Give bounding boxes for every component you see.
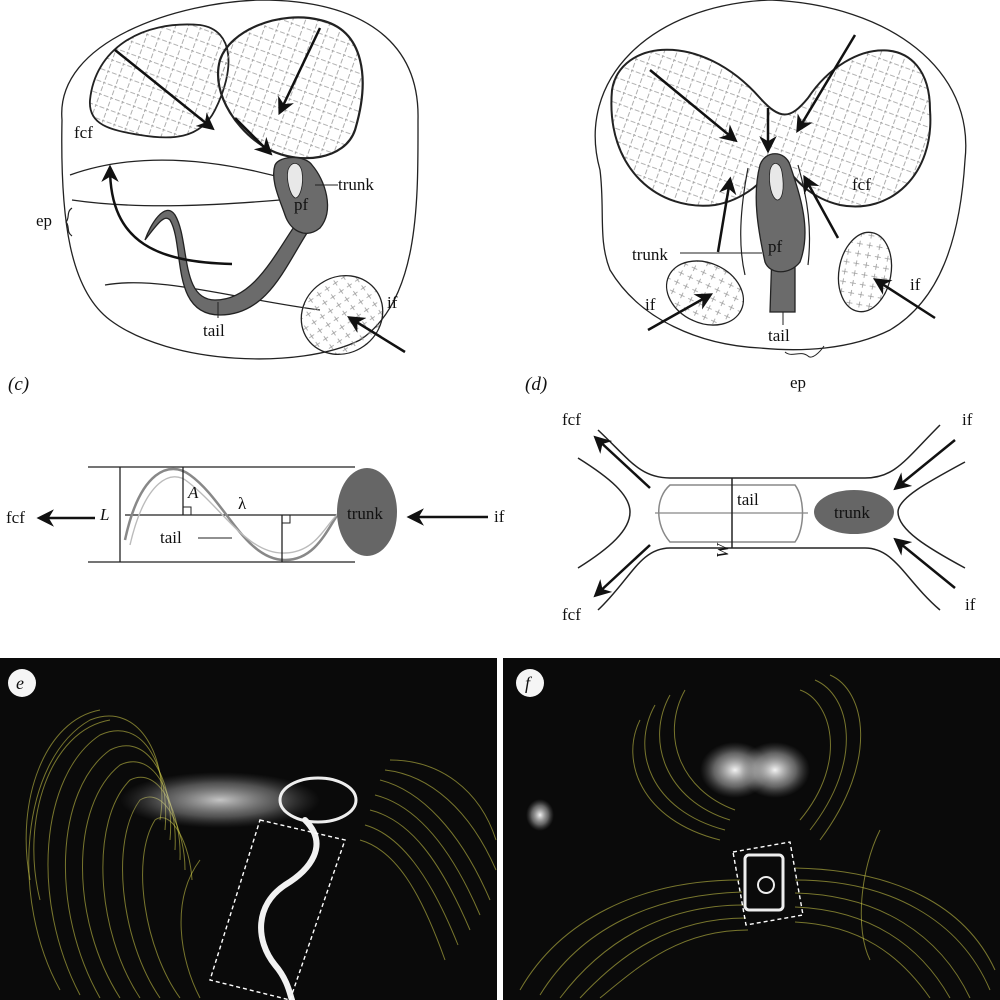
label-ep-b: ep (790, 373, 806, 392)
feeding-arm-a (300, 274, 384, 356)
arrow-fcf-top-d (593, 435, 651, 489)
ciliary-band-lower-a (69, 159, 291, 181)
right-angle-1-c (183, 506, 192, 515)
label-L-c: L (99, 505, 109, 524)
arrow-b-1 (649, 69, 738, 143)
photo-bg-e (0, 658, 497, 1000)
photo-bg-f (503, 658, 1000, 1000)
label-trunk-d: trunk (834, 503, 870, 522)
channel-top-d (597, 424, 941, 479)
panel-e: e (0, 658, 497, 1000)
label-ep-a: ep (36, 211, 52, 230)
glow-lobe-right-f (740, 742, 810, 798)
label-tail-a: tail (203, 321, 225, 340)
label-fcf-top-d: fcf (562, 410, 581, 429)
tail-wave-c (123, 467, 346, 562)
arrow-a-4 (101, 164, 233, 266)
arrow-b-6 (647, 293, 714, 332)
tail-wave-inner-c (129, 476, 343, 554)
panel-label-e: e (16, 673, 24, 693)
arrow-a-5 (347, 316, 406, 354)
trunk-d (814, 490, 894, 534)
label-tail-c: tail (160, 528, 182, 547)
ep-brace-a (65, 207, 73, 237)
panel-label-d: (d) (525, 374, 547, 395)
trunk-ring-f (757, 876, 775, 894)
pf-cavity-b (769, 163, 784, 201)
channel-bottom-d (597, 547, 941, 611)
glow-trunk-e (278, 776, 358, 824)
larva-outline-a (61, 0, 419, 360)
arrow-a-1 (114, 49, 215, 131)
label-if-right-b: if (910, 275, 921, 294)
arrow-if-top-d (893, 439, 956, 491)
tail-a (144, 204, 321, 316)
label-trunk-a: trunk (338, 175, 374, 194)
label-tail-d: tail (737, 490, 759, 509)
label-if-a: if (387, 293, 398, 312)
oral-groove-left-b (740, 167, 749, 276)
label-fcf-c: fcf (6, 508, 25, 527)
panel-c: (c) L A λ trunk tail fcf if (6, 374, 505, 563)
channel-left-d (577, 457, 631, 569)
label-if-bottom-d: if (965, 595, 976, 614)
arrow-b-4 (716, 176, 737, 253)
trunk-c (337, 468, 397, 556)
label-if-left-b: if (645, 295, 656, 314)
glow-body-e (120, 772, 320, 828)
panel-label-bg-e (8, 669, 36, 697)
tail-box-f (732, 841, 804, 926)
panel-label-c: (c) (8, 374, 29, 395)
arrow-a-2 (278, 27, 322, 116)
arrow-if-bottom-d (893, 537, 956, 589)
epaulette-band-a (71, 199, 281, 207)
larva-outline-b (594, 0, 967, 351)
tail-e (258, 817, 320, 1000)
label-if-top-d: if (962, 410, 973, 429)
label-if-c: if (494, 507, 505, 526)
pf-cavity-a (287, 163, 303, 199)
right-angle-2-c (282, 515, 291, 524)
label-tail-b: tail (768, 326, 790, 345)
panel-d: (d) fcf fcf if if tail W trunk (525, 374, 976, 624)
ciliary-lobe-b (610, 48, 932, 208)
label-A-c: A (187, 483, 199, 502)
feeding-arm-right-b (837, 231, 893, 313)
oral-groove-right-b (797, 164, 811, 266)
lower-band-a (104, 282, 321, 311)
ep-mark-b (784, 345, 825, 358)
label-fcf-a: fcf (74, 123, 93, 142)
arrow-fcf-bottom-d (593, 544, 651, 598)
label-trunk-b: trunk (632, 245, 668, 264)
label-fcf-b: fcf (852, 175, 871, 194)
panel-f: f (503, 658, 1000, 1000)
label-fcf-bottom-d: fcf (562, 605, 581, 624)
label-pf-b: pf (768, 237, 783, 256)
label-lambda-c: λ (238, 494, 247, 513)
panel-label-f: f (525, 673, 533, 693)
label-W-d: W (713, 542, 732, 558)
channel-right-d (897, 461, 966, 569)
panel-b: fcf trunk pf if if tail ep (594, 0, 967, 392)
streamlines-f (519, 674, 996, 999)
arrow-b-5 (803, 174, 840, 239)
panel-label-bg-f (516, 669, 544, 697)
trunk-b (755, 153, 806, 273)
glow-speck-f (526, 799, 554, 831)
tail-box-e (209, 819, 346, 1000)
arrow-a-3 (234, 117, 273, 156)
feeding-arm-left-b (665, 260, 745, 326)
label-trunk-c: trunk (347, 504, 383, 523)
ciliary-lobe-left-a (89, 23, 230, 139)
panel-a: fcf trunk pf ep if tail (36, 0, 419, 360)
arrow-b-2 (796, 34, 857, 134)
arrow-b-7 (873, 278, 936, 320)
trunk-f (743, 853, 785, 912)
label-pf-a: pf (294, 195, 309, 214)
